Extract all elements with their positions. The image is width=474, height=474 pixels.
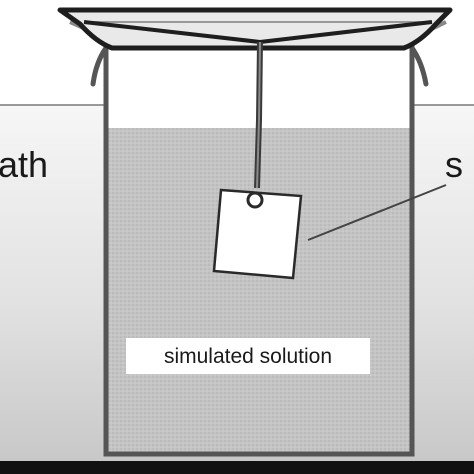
suspension-string-vertical-core xyxy=(256,41,261,189)
beaker-walls xyxy=(103,40,415,457)
beaker-lip-right xyxy=(409,45,429,87)
sample-label: s xyxy=(445,144,463,185)
suspension-string-right xyxy=(259,20,433,44)
solution-label: simulated solution xyxy=(126,338,370,374)
suspension-string-left xyxy=(83,20,261,44)
bath-label: ath xyxy=(0,144,49,185)
sample-hole xyxy=(246,191,264,209)
sample-pointer-line xyxy=(307,184,447,241)
bath-floor xyxy=(0,461,474,474)
cover-frame xyxy=(57,7,453,51)
sample-plate xyxy=(212,188,303,280)
beaker-lip-left xyxy=(90,45,109,87)
